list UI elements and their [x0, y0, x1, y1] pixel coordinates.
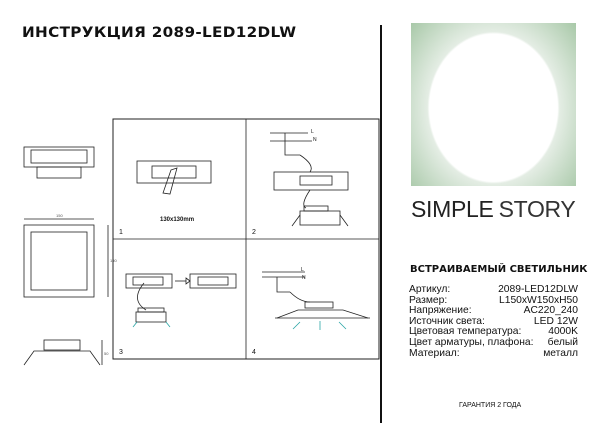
spec-row: Цвет арматуры, плафона: белый [409, 336, 578, 349]
spec-label: Цвет арматуры, плафона: [409, 336, 534, 348]
spec-row: Материал: металл [409, 347, 578, 360]
spec-value: L150xW150xH50 [499, 294, 578, 306]
product-type: ВСТРАИВАЕМЫЙ СВЕТИЛЬНИК [410, 264, 588, 275]
spec-row: Источник света: LED 12W [409, 315, 578, 328]
spec-value: 4000K [548, 326, 578, 338]
spec-row: Размер: L150xW150xH50 [409, 294, 578, 307]
step-2-label: 2 [252, 229, 256, 236]
front-view [23, 218, 109, 298]
spec-label: Цветовая температура: [409, 326, 522, 338]
dim-height: 150 [110, 258, 117, 263]
brand-part2: STORY [498, 196, 576, 222]
spec-list: Артикул: 2089-LED12DLW Размер: L150xW150xH… [409, 284, 578, 360]
spec-label: Материал: [409, 347, 460, 359]
spec-value: 2089-LED12DLW [498, 284, 578, 295]
product-photo [411, 23, 576, 186]
spec-value: металл [543, 347, 578, 359]
spec-label: Источник света: [409, 315, 485, 327]
spec-value: белый [547, 336, 578, 348]
dim-depth: 50 [104, 351, 109, 356]
dim-width: 150 [56, 213, 63, 218]
wire-neutral-2: N [313, 137, 317, 143]
warranty-note: ГАРАНТИЯ 2 ГОДА [459, 402, 522, 409]
spec-label: Напряжение: [409, 305, 472, 317]
wire-neutral-4: N [302, 275, 306, 281]
wire-live-2: L [311, 129, 314, 135]
spec-row: Цветовая температура: 4000K [409, 327, 578, 338]
installation-diagram: 150 150 50 130x130mm 1 2 3 4 [23, 118, 380, 366]
step-1-label: 1 [119, 229, 123, 236]
side-view-top [23, 146, 95, 179]
brand-part1: SIMPLE [411, 196, 494, 222]
spec-label: Размер: [409, 294, 448, 306]
divider [380, 25, 382, 423]
page-title: ИНСТРУКЦИЯ 2089-LED12DLW [22, 25, 297, 41]
step-4-label: 4 [252, 349, 256, 356]
spec-value: AC220_240 [523, 305, 578, 317]
step-3-label: 3 [119, 349, 123, 356]
side-view-bottom [23, 339, 103, 366]
spec-value: LED 12W [533, 315, 578, 327]
spec-row: Напряжение: AC220_240 [409, 306, 578, 317]
spec-row: Артикул: 2089-LED12DLW [409, 284, 578, 296]
spec-label: Артикул: [409, 284, 451, 295]
cutout-size: 130x130mm [160, 217, 194, 223]
wire-live-4: L [301, 267, 304, 273]
